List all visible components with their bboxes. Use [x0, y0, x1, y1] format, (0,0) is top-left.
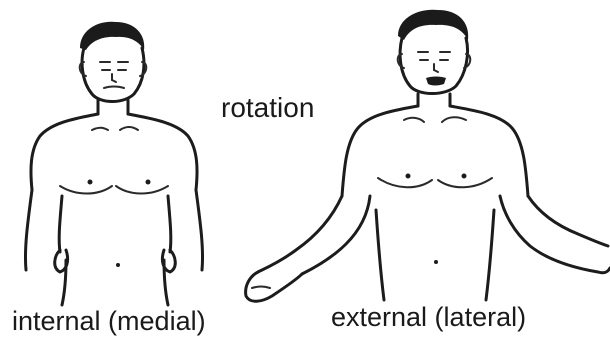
right-figure-left-arm [258, 196, 342, 272]
caption-internal-rotation: internal (medial) [12, 308, 206, 335]
right-figure-neck [418, 94, 450, 106]
left-figure-left-arm [25, 190, 32, 270]
right-figure-right-hand [598, 268, 610, 273]
right-figure-hair [398, 10, 468, 40]
figure-internal-rotation [25, 22, 202, 305]
right-figure-right-arm [528, 196, 608, 246]
diagram-title: rotation [221, 94, 314, 122]
left-figure-torso [31, 114, 98, 190]
left-figure-hair [80, 22, 144, 50]
figure-external-rotation [246, 10, 610, 302]
caption-external-rotation: external (lateral) [331, 304, 526, 331]
